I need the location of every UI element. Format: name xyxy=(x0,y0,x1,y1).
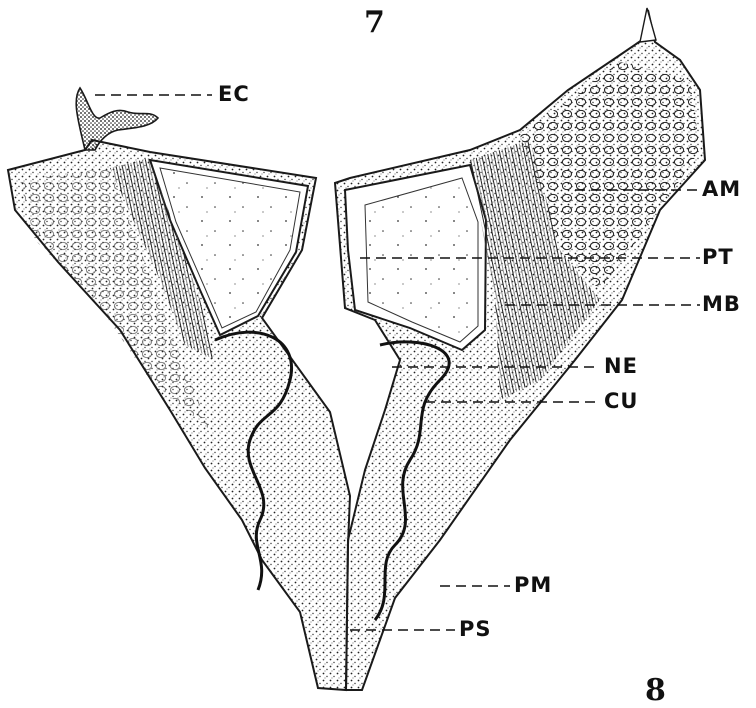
label-ec: EC xyxy=(218,84,250,105)
figure-number-top: 7 xyxy=(364,8,385,38)
label-ne: NE xyxy=(604,356,638,377)
label-pt: PT xyxy=(702,247,734,268)
left-ec-appendage xyxy=(76,88,158,150)
left-half-section xyxy=(8,88,350,690)
label-ps: PS xyxy=(459,619,492,640)
right-tip-appendage xyxy=(640,8,656,42)
label-cu: CU xyxy=(604,391,638,412)
figure-number-bottom: 8 xyxy=(645,676,666,706)
label-mb: MB xyxy=(702,294,741,315)
label-am: AM xyxy=(702,179,741,200)
label-pm: PM xyxy=(514,575,552,596)
